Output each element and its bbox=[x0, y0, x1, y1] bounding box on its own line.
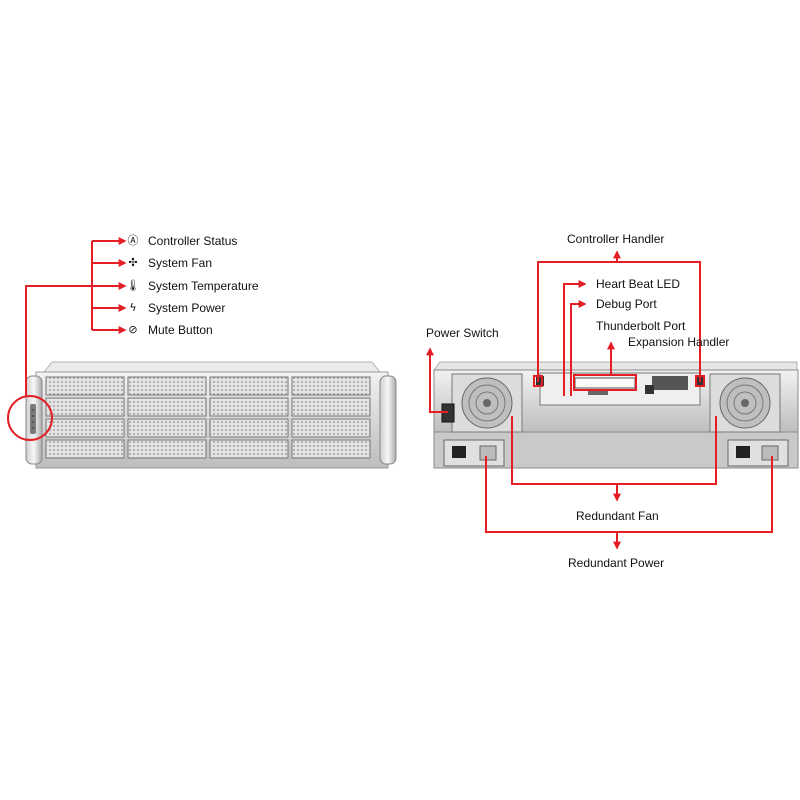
left-fan bbox=[451, 373, 523, 433]
label-power-switch: Power Switch bbox=[426, 326, 499, 340]
front-callout-lines bbox=[25, 237, 127, 396]
label-thunderbolt-port: Thunderbolt Port bbox=[596, 319, 686, 333]
indicator-label-system-power: System Power bbox=[148, 301, 226, 315]
label-expansion-handler: Expansion Handler bbox=[628, 335, 730, 349]
indicator-label-controller-status: Controller Status bbox=[148, 234, 238, 248]
label-debug-port: Debug Port bbox=[596, 297, 657, 311]
fan-icon: ✣ bbox=[128, 256, 138, 269]
front-chassis bbox=[25, 361, 397, 469]
left-psu bbox=[443, 439, 505, 467]
mute-icon: ⊘ bbox=[128, 323, 138, 336]
indicator-callout-circle bbox=[7, 395, 53, 441]
rear-callout-lines bbox=[426, 250, 773, 550]
power-bolt-icon: ϟ bbox=[129, 301, 137, 314]
indicator-label-system-temperature: System Temperature bbox=[148, 279, 259, 293]
front-right-handle bbox=[379, 375, 397, 465]
indicator-label-system-fan: System Fan bbox=[148, 256, 213, 270]
right-psu bbox=[727, 439, 789, 467]
label-redundant-power: Redundant Power bbox=[568, 556, 665, 570]
right-fan bbox=[709, 373, 781, 433]
label-redundant-fan: Redundant Fan bbox=[576, 509, 659, 523]
rear-chassis bbox=[433, 361, 799, 469]
label-heart-beat-led: Heart Beat LED bbox=[596, 277, 681, 291]
thermometer-icon: 🌡 bbox=[126, 279, 140, 292]
front-led-strip bbox=[31, 408, 35, 430]
drive-bays bbox=[45, 376, 371, 459]
controller-status-icon: Ⓐ bbox=[127, 234, 139, 247]
label-controller-handler: Controller Handler bbox=[567, 232, 665, 246]
indicator-label-mute-button: Mute Button bbox=[148, 323, 213, 337]
